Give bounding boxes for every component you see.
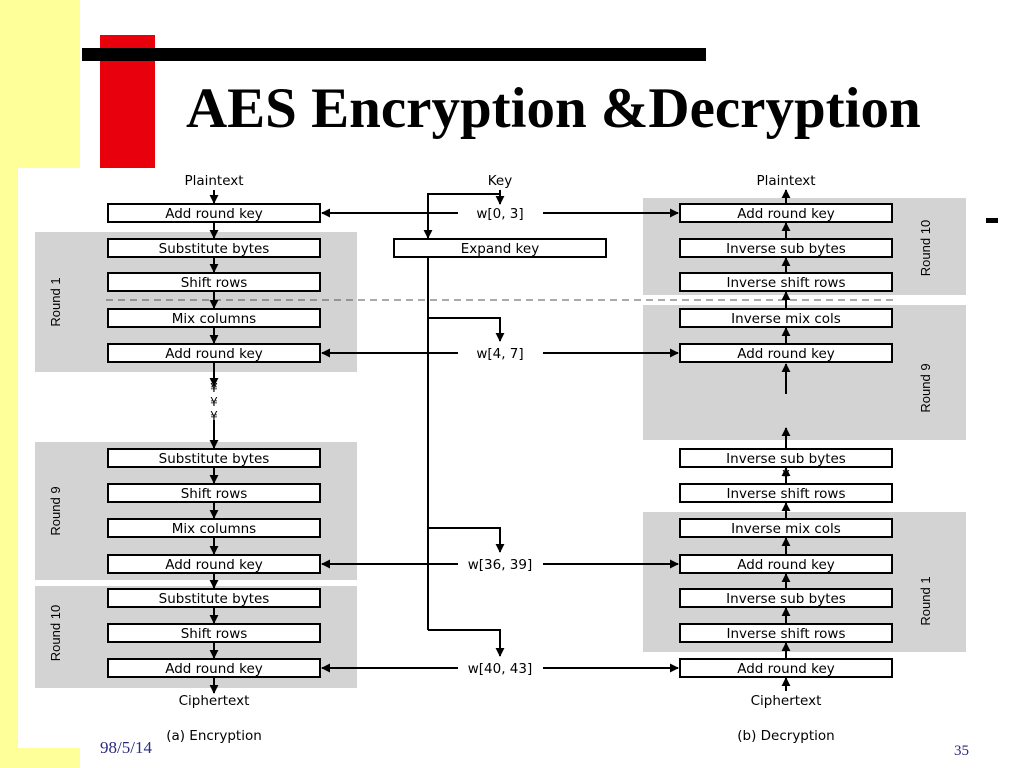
decryption-step-box-label: Add round key [737,206,835,222]
encryption-step-box [107,203,321,223]
round-key-word-label: w[0, 3] [476,206,523,222]
encryption-step-box-label: Substitute bytes [159,241,270,257]
round-label-round-1: Round 1 [48,277,63,326]
decryption-step-box [679,588,893,608]
encryption-step-box-label: Mix columns [172,521,256,537]
encryption-step-box-label: Substitute bytes [159,451,270,467]
decryption-step-box [679,483,893,503]
round-key-word-label: w[36, 39] [468,557,533,573]
decryption-step-box-label: Inverse mix cols [731,521,841,537]
encryption-step-box-label: Add round key [165,206,263,222]
encryption-step-box-label: Add round key [165,346,263,362]
decryption-step-box-label: Inverse sub bytes [726,241,846,257]
decryption-step-box-label: Inverse shift rows [726,626,845,642]
slide-title: AES Encryption &Decryption [186,77,921,140]
encryption-step-box-label: Add round key [165,661,263,677]
bullet-dash [986,218,998,223]
encryption-step-box [107,483,321,503]
encryption-step-box [107,518,321,538]
decryption-step-box [679,448,893,468]
decryption-output-label: Plaintext [756,173,815,189]
round-key-word-label: w[40, 43] [468,661,533,677]
key-branch-2 [428,629,505,657]
decryption-step-box-label: Inverse mix cols [731,311,841,327]
decryption-step-box-label: Add round key [737,557,835,573]
encryption-step-box-label: Shift rows [181,486,248,502]
decryption-step-box [679,238,893,258]
encryption-step-box [107,308,321,328]
encryption-step-box [107,588,321,608]
decryption-step-box [679,623,893,643]
key-label: Key [488,173,512,189]
decryption-step-box [679,658,893,678]
encryption-ellipsis-2: ¥ [210,409,218,423]
encryption-ellipsis-1: ¥ [210,395,218,409]
decryption-step-box [679,203,893,223]
title-underline-bar [82,48,706,61]
encryption-step-box-label: Shift rows [181,275,248,291]
round-label-round-9: Round 9 [48,486,63,535]
footer-date: 98/5/14 [100,738,152,757]
encryption-step-box [107,448,321,468]
key-branch-0 [428,317,505,342]
round-key-word-label: w[4, 7] [476,346,523,362]
decryption-step-box [679,343,893,363]
decryption-step-box [679,272,893,292]
decryption-step-box-label: Inverse sub bytes [726,451,846,467]
decryption-step-box-label: Add round key [737,346,835,362]
encryption-step-box-label: Mix columns [172,311,256,327]
encryption-step-box [107,238,321,258]
expand-key-box [393,238,607,258]
page-number: 35 [954,743,969,759]
encryption-ellipsis-0: ¥ [210,381,218,395]
encryption-step-box [107,658,321,678]
encryption-step-box [107,623,321,643]
aes-diagram: Round 1 Round 9 Round 10 PlaintextCiphertex… [35,173,966,744]
decryption-ellipsis-1: ¥ [782,468,790,482]
encryption-step-box-label: Add round key [165,557,263,573]
decryption-step-box [679,554,893,574]
dec-round-label-round-10: Round 10 [918,220,933,276]
expand-key-box-label: Expand key [461,241,539,257]
key-to-expand-line [423,193,500,239]
decryption-input-label: Ciphertext [751,693,822,709]
encryption-step-box [107,554,321,574]
decryption-step-box [679,308,893,328]
decryption-step-box-label: Inverse shift rows [726,486,845,502]
dec-round-label-round-9: Round 9 [918,363,933,412]
encryption-step-box [107,272,321,292]
key-branch-1 [428,527,505,553]
decryption-step-box [679,518,893,538]
encryption-step-box [107,343,321,363]
encryption-output-label: Ciphertext [179,693,250,709]
dec-round-label-round-1: Round 1 [918,576,933,625]
encryption-step-box-label: Shift rows [181,626,248,642]
decryption-step-box-label: Add round key [737,661,835,677]
decryption-step-box-label: Inverse sub bytes [726,591,846,607]
decryption-caption: (b) Decryption [737,728,835,744]
encryption-caption: (a) Encryption [166,728,262,744]
decryption-step-box-label: Inverse shift rows [726,275,845,291]
encryption-input-label: Plaintext [184,173,243,189]
round-label-round-10: Round 10 [48,605,63,661]
encryption-step-box-label: Substitute bytes [159,591,270,607]
